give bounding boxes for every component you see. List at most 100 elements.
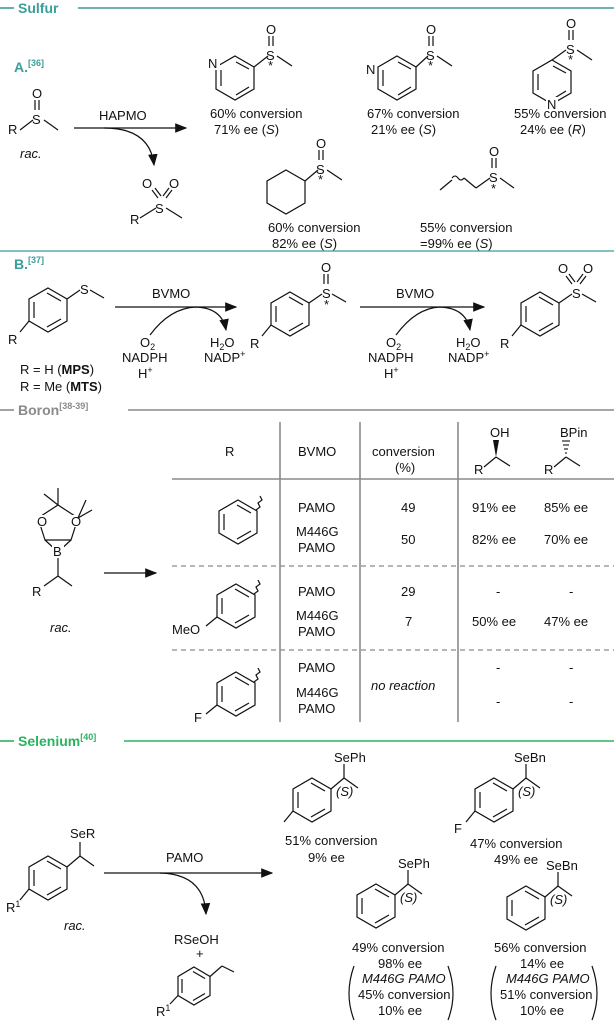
side-arrow xyxy=(103,127,158,167)
svg-text:O2: O2 xyxy=(386,335,401,352)
table-row: M446G PAMO 7 50% ee 47% ee xyxy=(296,608,588,639)
svg-text:N: N xyxy=(208,56,217,71)
svg-text:-: - xyxy=(569,660,573,675)
se-product-3: SePh (S) xyxy=(356,856,430,929)
svg-text:S: S xyxy=(155,201,164,216)
styrene-byproduct: R1 xyxy=(156,965,235,1019)
col-conversion: conversion xyxy=(372,444,435,459)
svg-text:H2O: H2O xyxy=(210,335,235,352)
svg-text:PAMO: PAMO xyxy=(298,584,335,599)
svg-text:PAMO: PAMO xyxy=(298,500,335,515)
svg-text:M446G: M446G xyxy=(296,524,339,539)
svg-text:R: R xyxy=(8,332,17,347)
paren-left xyxy=(490,965,497,1021)
se-p2-conversion: 47% conversion xyxy=(470,836,563,851)
paren-right xyxy=(591,965,598,1021)
p5-conversion: 55% conversion xyxy=(420,220,513,235)
sulfone-byproduct: R S O O xyxy=(130,176,183,227)
product-cyclohexyl: S * O xyxy=(266,136,343,215)
se-p4-conversion: 56% conversion xyxy=(494,940,587,955)
se-p3-mutant: M446G PAMO xyxy=(362,971,446,986)
col-bpin: R BPin xyxy=(544,425,587,477)
se-p1-conversion: 51% conversion xyxy=(285,833,378,848)
svg-text:O2: O2 xyxy=(140,335,155,352)
paren-right xyxy=(447,965,454,1021)
selenium-side-arrow xyxy=(159,872,211,916)
boron-rac: rac. xyxy=(50,620,72,635)
se-p4-mutant: M446G PAMO xyxy=(506,971,590,986)
svg-text:S: S xyxy=(566,42,575,57)
svg-text:*: * xyxy=(324,297,329,312)
svg-text:O: O xyxy=(426,22,436,37)
svg-text:-: - xyxy=(569,584,573,599)
svg-text:*: * xyxy=(568,52,573,67)
se-p1-ee: 9% ee xyxy=(308,850,345,865)
svg-text:O: O xyxy=(71,514,81,529)
svg-text:+: + xyxy=(196,946,204,961)
sulfone-product: S O O R xyxy=(500,261,597,351)
p3-ee: 24% ee (R) xyxy=(520,122,586,137)
bvmo-label-2: BVMO xyxy=(396,286,434,301)
svg-text:O: O xyxy=(142,176,152,191)
p2-conversion: 67% conversion xyxy=(367,106,460,121)
svg-text:F: F xyxy=(454,821,462,836)
rseoh-label: RSeOH xyxy=(174,932,219,947)
se-product-1: SePh (S) xyxy=(283,750,366,823)
svg-text:*: * xyxy=(491,181,496,196)
svg-text:82% ee: 82% ee xyxy=(472,532,516,547)
svg-text:49: 49 xyxy=(401,500,415,515)
se-product-4: SeBn (S) xyxy=(506,858,578,931)
svg-text:50: 50 xyxy=(401,532,415,547)
svg-text:S: S xyxy=(32,112,41,127)
svg-text:S: S xyxy=(322,286,331,301)
sulfoxide-intermediate: S * O R xyxy=(250,260,347,351)
se-p3-conversion: 49% conversion xyxy=(352,940,445,955)
svg-text:SeR: SeR xyxy=(70,826,95,841)
svg-text:S: S xyxy=(80,282,89,297)
svg-text:R: R xyxy=(250,336,259,351)
r-4-fluorophenyl: F xyxy=(194,667,261,725)
r-h-mps: R = H (MPS) xyxy=(20,362,94,377)
section-a-label: A.[36] xyxy=(14,58,44,75)
r-4-methoxyphenyl: MeO xyxy=(172,579,261,637)
svg-text:NADP+: NADP+ xyxy=(204,349,245,365)
svg-text:O: O xyxy=(32,86,42,101)
table-row: M446G PAMO - - xyxy=(296,685,573,716)
p3-conversion: 55% conversion xyxy=(514,106,607,121)
col-percent: (%) xyxy=(395,460,415,475)
svg-text:-: - xyxy=(496,584,500,599)
product-alkyl: S * O xyxy=(439,144,515,196)
svg-text:S: S xyxy=(266,48,275,63)
svg-text:(S): (S) xyxy=(400,890,417,905)
nadph-label-2: NADPH xyxy=(368,350,414,365)
svg-text:29: 29 xyxy=(401,584,415,599)
svg-text:R: R xyxy=(474,462,483,477)
svg-text:S: S xyxy=(489,170,498,185)
svg-text:O: O xyxy=(489,144,499,159)
selenium-rac: rac. xyxy=(64,918,86,933)
table-row: PAMO no reaction - - xyxy=(298,660,573,693)
sulfur-header: Sulfur xyxy=(0,0,614,16)
p4-ee: 82% ee (S) xyxy=(272,236,337,251)
boron-header: Boron[38-39] xyxy=(0,401,614,418)
svg-text:91% ee: 91% ee xyxy=(472,500,516,515)
table-row: PAMO 29 - - xyxy=(298,584,573,599)
svg-text:R: R xyxy=(500,336,509,351)
svg-text:N: N xyxy=(547,97,556,112)
methoxy-label: MeO xyxy=(172,622,200,637)
svg-text:S: S xyxy=(572,286,581,301)
product-3-pyridyl: N S * O xyxy=(365,22,453,101)
svg-text:*: * xyxy=(268,58,273,73)
se-p4-ee: 14% ee xyxy=(520,956,564,971)
p4-conversion: 60% conversion xyxy=(268,220,361,235)
svg-text:R: R xyxy=(130,212,139,227)
svg-text:O: O xyxy=(583,261,593,276)
boron-table-lines xyxy=(172,422,614,722)
svg-text:R: R xyxy=(8,122,17,137)
paren-left xyxy=(348,965,355,1021)
svg-text:O: O xyxy=(558,261,568,276)
svg-text:7: 7 xyxy=(405,614,412,629)
svg-text:SePh: SePh xyxy=(334,750,366,765)
svg-text:R: R xyxy=(32,584,41,599)
svg-text:S: S xyxy=(426,48,435,63)
